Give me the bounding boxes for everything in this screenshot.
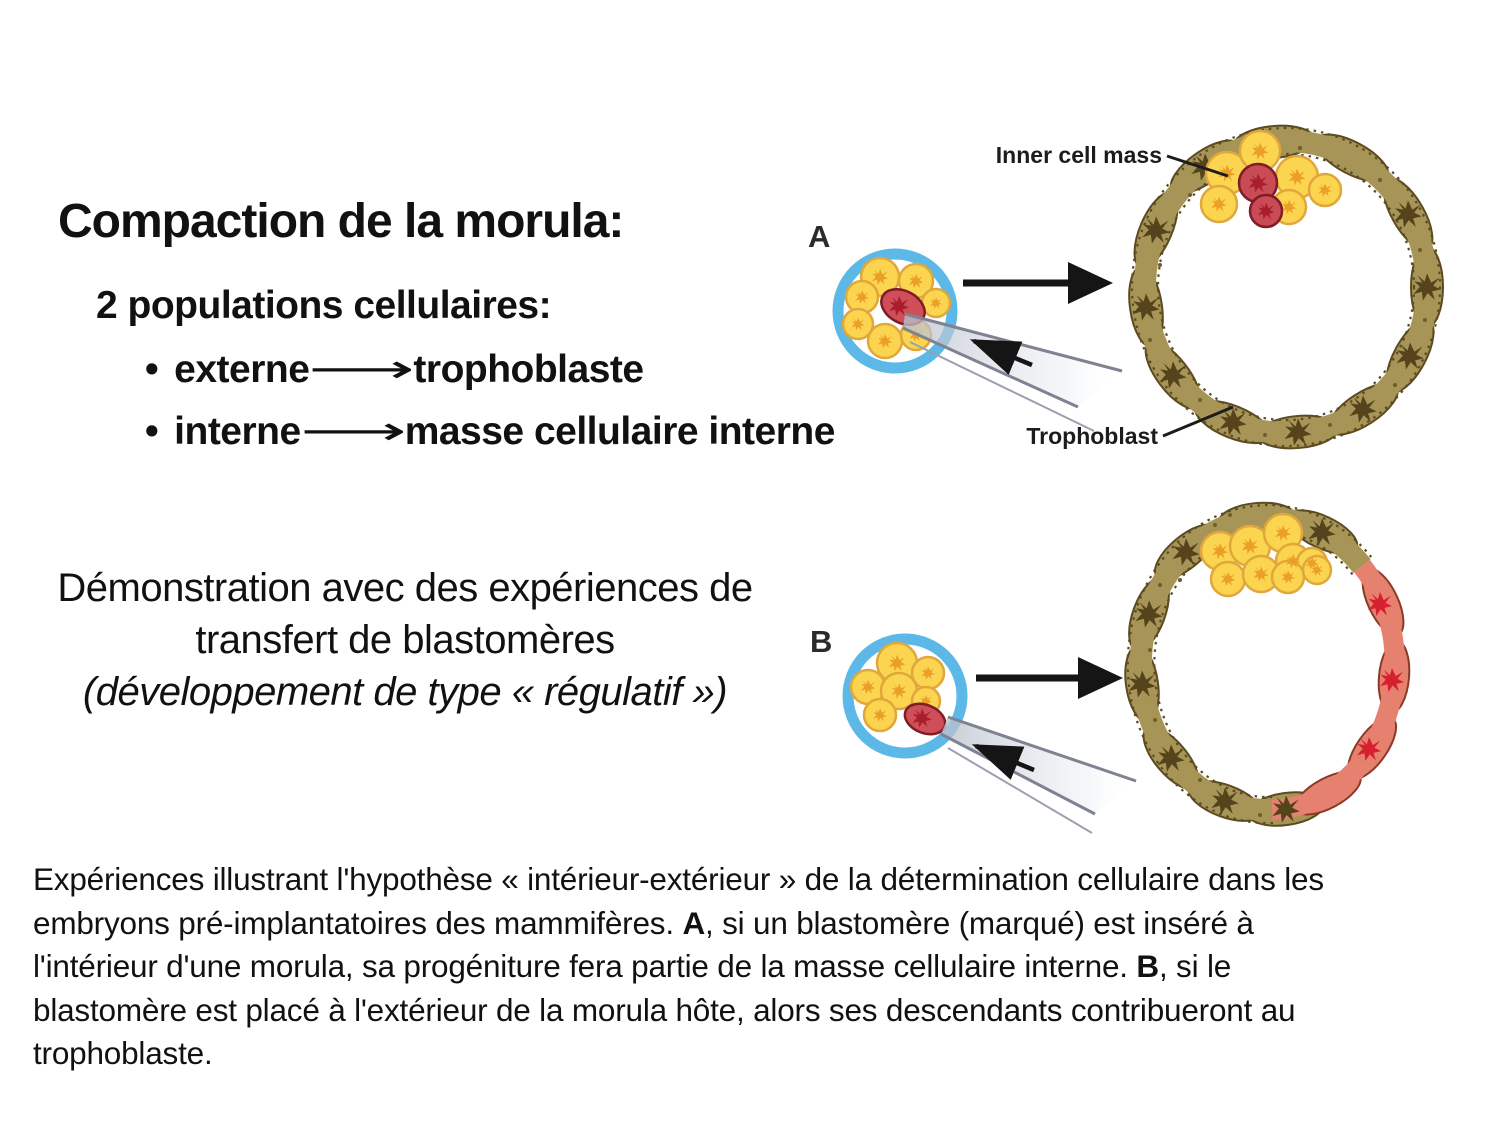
- injection-arrow-a: [969, 338, 1033, 375]
- caption-line: trophoblaste.: [33, 1035, 213, 1071]
- demo-line-2: transfert de blastomères: [195, 618, 615, 662]
- demo-line-3: (développement de type « régulatif »): [82, 670, 728, 714]
- caption-line: Expériences illustrant l'hypothèse « int…: [33, 861, 1324, 897]
- arrow-b: [976, 657, 1123, 699]
- bullet-result: masse cellulaire interne: [404, 410, 836, 453]
- panel-a: A: [808, 124, 1444, 450]
- caption-line: embryons pré-implantatoires des mammifèr…: [33, 904, 1254, 941]
- marked-trophoblast-segment-b: [1271, 559, 1411, 820]
- figure-caption: Expériences illustrant l'hypothèse « int…: [33, 858, 1495, 1076]
- trophoblast-outer-outline-a: [1130, 126, 1442, 448]
- micropipette-b: [940, 715, 1137, 834]
- demo-line-1: Démonstration avec des expériences de: [57, 566, 753, 610]
- subtitle-populations: 2 populations cellulaires:: [96, 284, 552, 327]
- bullet-dot: •: [145, 410, 159, 453]
- icm-leader-line: [1166, 154, 1229, 178]
- bullet-result: trophoblaste: [413, 348, 644, 391]
- bullet-term: externe: [174, 348, 310, 391]
- morula-b: [842, 633, 968, 759]
- panel-b-letter: B: [810, 624, 832, 659]
- demo-paragraph: Démonstration avec des expériences de tr…: [45, 562, 765, 718]
- inner-cell-mass-a: [1199, 129, 1343, 229]
- caption-line: blastomère est placé à l'extérieur de la…: [33, 991, 1296, 1028]
- morula-a: [832, 248, 958, 374]
- trophoblast-label: Trophoblast: [1026, 423, 1158, 449]
- inner-cell-mass-label: Inner cell mass: [996, 142, 1162, 168]
- caption-line: l'intérieur d'une morula, sa progéniture…: [33, 948, 1232, 984]
- trophoblast-leader-line: [1162, 405, 1234, 438]
- panel-b: B: [810, 501, 1411, 834]
- slide-title: Compaction de la morula:: [58, 195, 624, 248]
- bullet-dot: •: [145, 348, 159, 391]
- panel-a-letter: A: [808, 219, 830, 254]
- arrow-a: [963, 262, 1113, 304]
- blastocyst-b: [1124, 501, 1411, 827]
- injection-arrow-b: [971, 743, 1035, 780]
- bullet-term: interne: [174, 410, 301, 453]
- right-arrow-glyph: ⟶: [300, 409, 406, 454]
- bullet-interne: • interne⟶masse cellulaire interne: [145, 409, 835, 454]
- trophoblast-inner-outline-a: [1156, 152, 1416, 422]
- right-arrow-glyph: ⟶: [308, 347, 415, 392]
- blastocyst-a: [1128, 124, 1444, 450]
- bullet-externe: • externe⟶trophoblaste: [145, 347, 644, 392]
- inner-cell-mass-b: [1199, 512, 1333, 598]
- bold-A: A: [682, 904, 705, 941]
- bold-B: B: [1136, 948, 1159, 984]
- trophoblast-speckles-b: [1148, 513, 1262, 817]
- micropipette-a: [902, 312, 1123, 432]
